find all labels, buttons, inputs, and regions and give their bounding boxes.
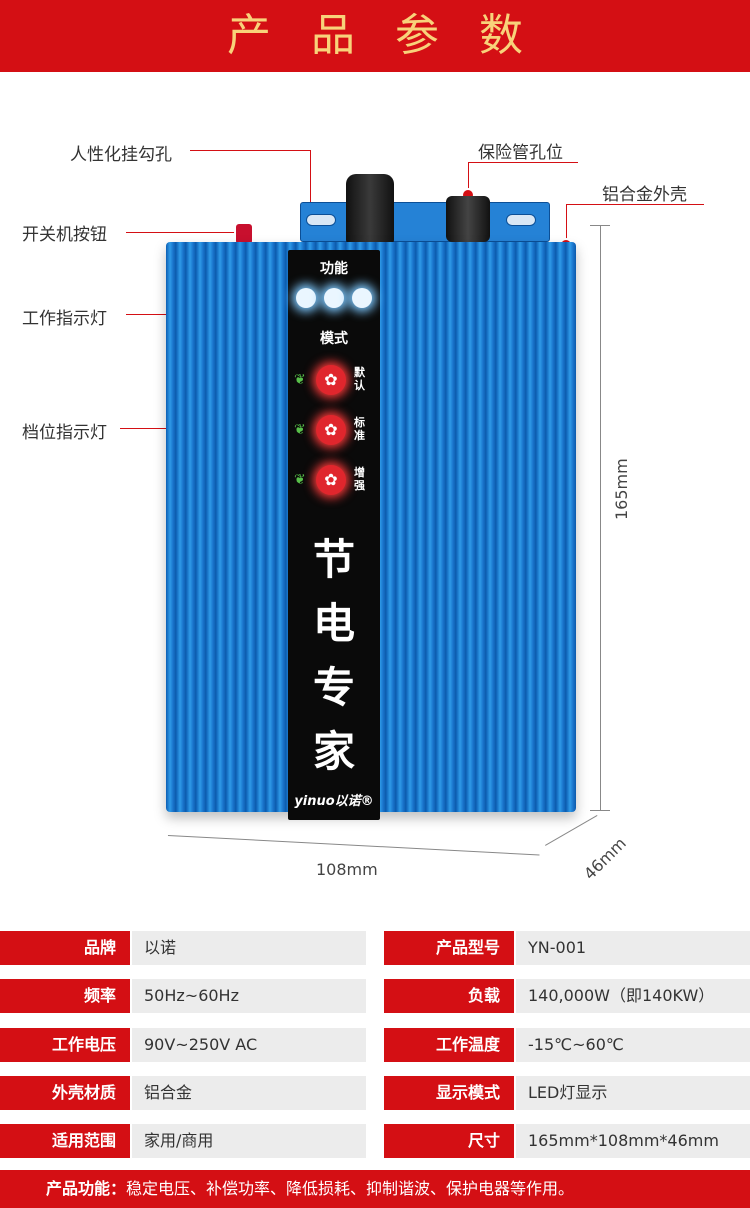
mode-text-standard: 标 准 [354, 416, 372, 442]
spec-label: 工作温度 [384, 1028, 514, 1062]
mode-label: 模式 [320, 331, 348, 347]
mode-text-bottom: 强 [354, 479, 365, 492]
mode-text-default: 默 认 [354, 366, 372, 392]
spec-row: 外壳材质 铝合金 显示模式 LED灯显示 [0, 1076, 750, 1110]
leader-line-hook-v [310, 150, 311, 212]
mode-text-top: 增 [354, 466, 365, 479]
mode-text-top: 标 [354, 416, 365, 429]
spec-row: 频率 50Hz~60Hz 负载 140,000W（即140KW） [0, 979, 750, 1013]
fuse-holder [446, 196, 490, 242]
leader-line-fuse-v [468, 162, 469, 194]
leader-line-power [126, 232, 240, 233]
spec-value: LED灯显示 [516, 1076, 750, 1110]
footer-label: 产品功能： [46, 1179, 127, 1198]
spec-value: 以诺 [132, 931, 366, 965]
control-panel: 功能 模式 ❦ ✿ 默 认 ❦ ✿ 标 准 ❦ ✿ 增 强 节 电 专 家 yi… [288, 250, 380, 820]
spec-label: 工作电压 [0, 1028, 130, 1062]
leader-line-shell-v [566, 204, 567, 242]
mode-text-top: 默 [354, 366, 365, 379]
slogan-char-1: 节 [312, 535, 355, 584]
header-banner: 产品参数 [0, 0, 750, 72]
height-dimension-label: 165mm [612, 458, 631, 520]
height-dimension-cap-bottom [590, 810, 610, 811]
width-dimension-line [167, 835, 540, 856]
callout-work-indicator: 工作指示灯 [22, 309, 107, 329]
leaf-icon: ❦ [294, 472, 306, 488]
callout-hook-hole: 人性化挂勾孔 [70, 145, 172, 165]
footer-text: 稳定电压、补偿功率、降低损耗、抑制谐波、保护电器等作用。 [126, 1179, 575, 1198]
work-led-1 [296, 288, 316, 308]
spec-label: 适用范围 [0, 1124, 130, 1158]
spec-row: 工作电压 90V~250V AC 工作温度 -15℃~60℃ [0, 1028, 750, 1062]
spec-value: 140,000W（即140KW） [516, 979, 750, 1013]
height-dimension-cap-top [590, 225, 610, 226]
mode-icon-enhanced: ✿ [316, 465, 346, 495]
width-dimension-label: 108mm [316, 860, 378, 879]
cable-gland [346, 174, 394, 244]
spec-row: 品牌 以诺 产品型号 YN-001 [0, 931, 750, 965]
spec-value: 90V~250V AC [132, 1028, 366, 1062]
spec-label: 显示模式 [384, 1076, 514, 1110]
depth-dimension-label: 46mm [580, 833, 630, 884]
callout-fuse: 保险管孔位 [478, 143, 563, 163]
spec-value: YN-001 [516, 931, 750, 965]
spec-label: 产品型号 [384, 931, 514, 965]
spec-label: 频率 [0, 979, 130, 1013]
hook-hole [306, 214, 336, 226]
page-title: 产品参数 [227, 10, 563, 61]
function-label: 功能 [320, 261, 348, 277]
spec-row: 适用范围 家用/商用 尺寸 165mm*108mm*46mm [0, 1124, 750, 1158]
brand-logo: yinuo以诺® [294, 794, 374, 809]
mode-icon-standard: ✿ [316, 415, 346, 445]
hook-hole-secondary [506, 214, 536, 226]
product-function-banner: 产品功能：稳定电压、补偿功率、降低损耗、抑制谐波、保护电器等作用。 [0, 1170, 750, 1208]
mode-icon-default: ✿ [316, 365, 346, 395]
leader-line-fuse [468, 162, 578, 163]
work-led-2 [324, 288, 344, 308]
slogan-char-2: 电 [312, 599, 355, 648]
spec-value: 50Hz~60Hz [132, 979, 366, 1013]
mode-text-bottom: 认 [354, 379, 365, 392]
spec-value: 家用/商用 [132, 1124, 366, 1158]
spec-value: 铝合金 [132, 1076, 366, 1110]
spec-label: 品牌 [0, 931, 130, 965]
callout-power-button: 开关机按钮 [22, 225, 107, 245]
spec-label: 外壳材质 [0, 1076, 130, 1110]
callout-gear-indicator: 档位指示灯 [22, 423, 107, 443]
callout-aluminum-shell: 铝合金外壳 [602, 185, 687, 205]
spec-value: -15℃~60℃ [516, 1028, 750, 1062]
product-device: 功能 模式 ❦ ✿ 默 认 ❦ ✿ 标 准 ❦ ✿ 增 强 节 电 专 家 yi… [160, 174, 580, 820]
leaf-icon: ❦ [294, 422, 306, 438]
spec-value: 165mm*108mm*46mm [516, 1124, 750, 1158]
mode-text-bottom: 准 [354, 429, 365, 442]
leader-line-shell [566, 204, 704, 205]
mode-text-enhanced: 增 强 [354, 466, 372, 492]
leaf-icon: ❦ [294, 372, 306, 388]
slogan-char-4: 家 [312, 727, 355, 776]
spec-label: 尺寸 [384, 1124, 514, 1158]
spec-label: 负载 [384, 979, 514, 1013]
height-dimension-line [600, 225, 601, 810]
work-led-3 [352, 288, 372, 308]
power-switch [236, 224, 252, 244]
leader-line-hook [190, 150, 310, 151]
slogan-char-3: 专 [312, 663, 355, 712]
